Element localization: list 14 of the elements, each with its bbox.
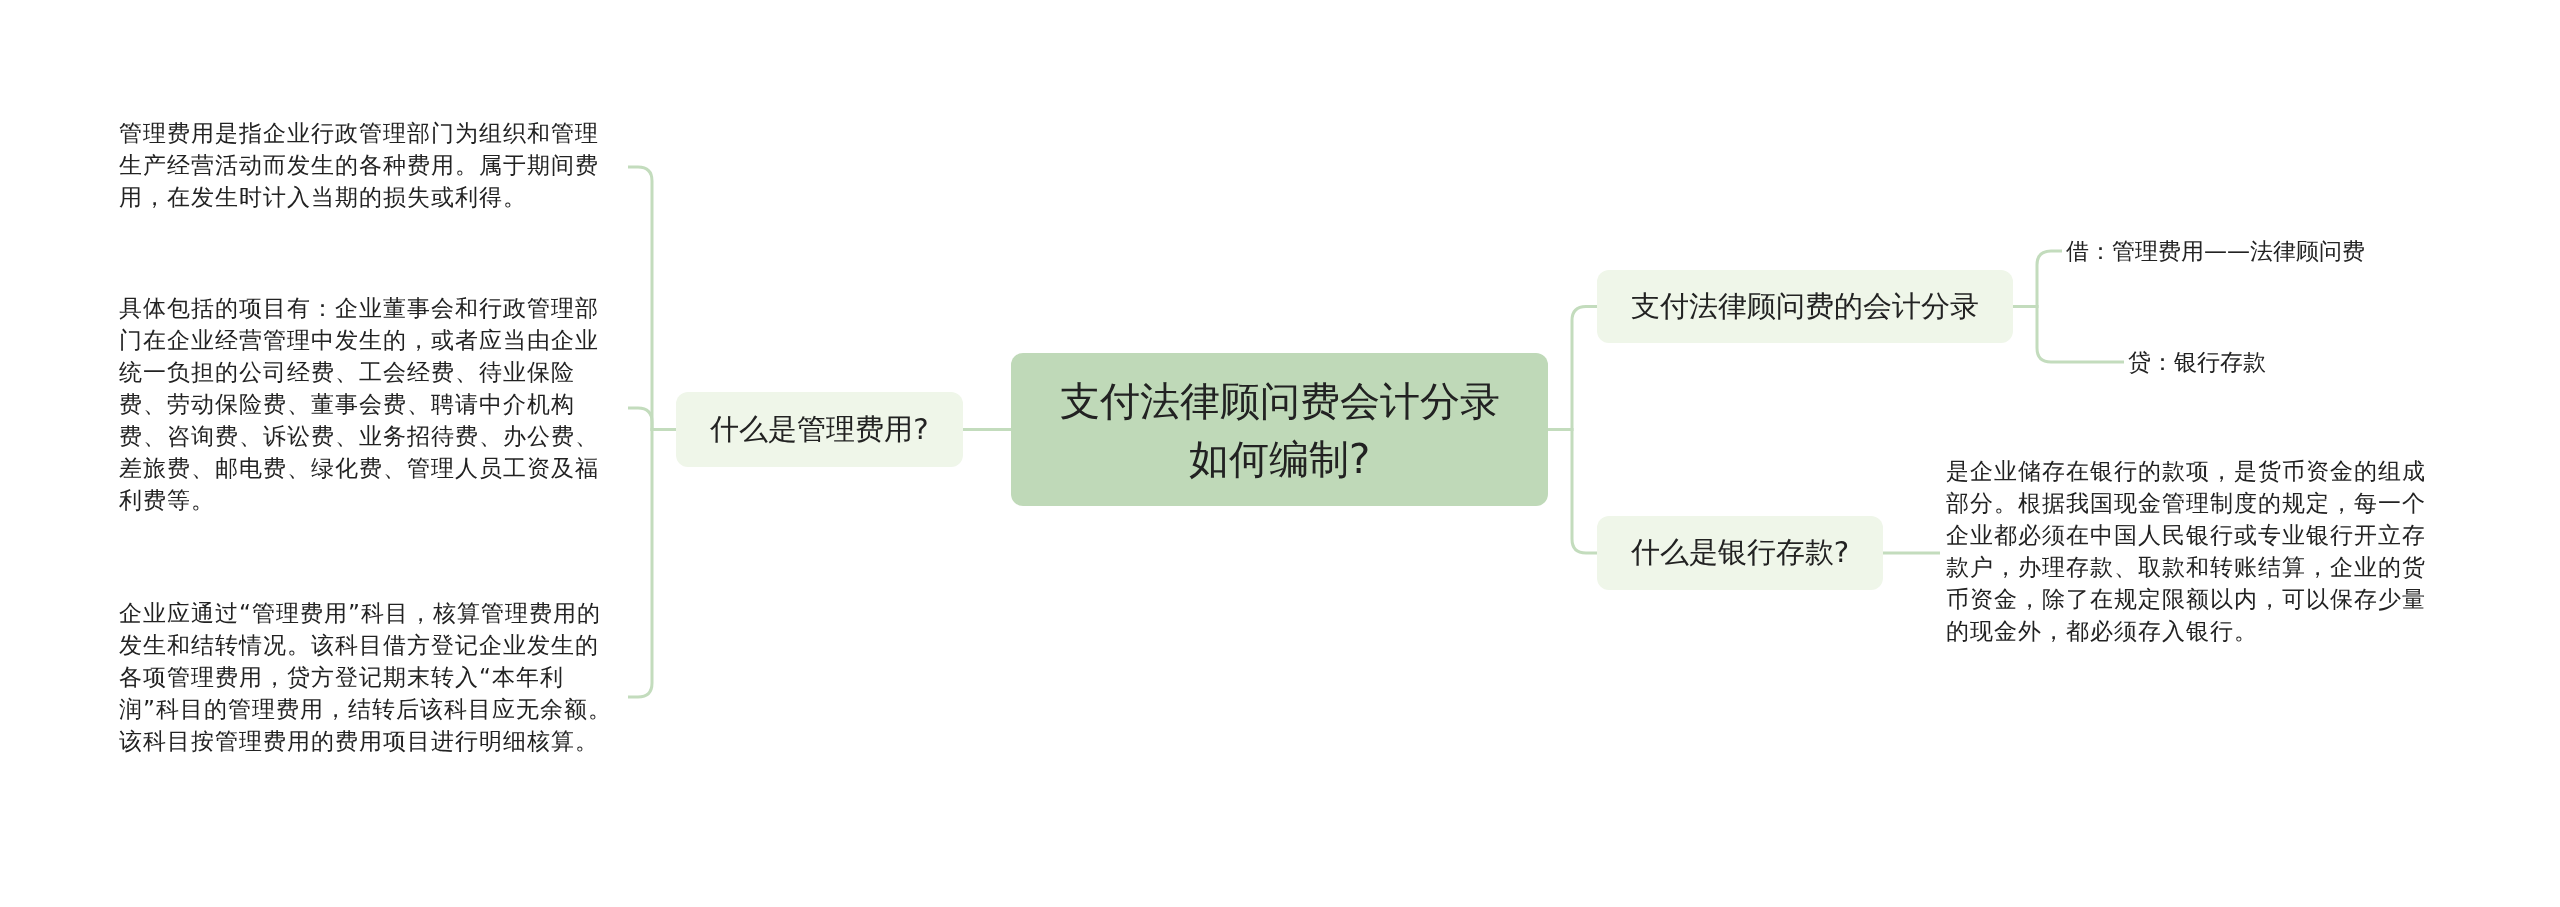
connector-line bbox=[963, 428, 1011, 431]
topic-box: 什么是银行存款? bbox=[1597, 516, 1883, 590]
topic-box: 支付法律顾问费的会计分录 bbox=[1597, 270, 2013, 343]
note-text: 是企业储存在银行的款项，是货币资金的组成部分。根据我国现金管理制度的规定，每一个企业都必须在中国人民银行或专业银行开立存款户，办理存款、取款和转账结算，企业的货币资金，除了在规定限额以内，可以保存少量的现金外，都必须存入银行。 bbox=[1940, 455, 2450, 651]
entry-text: 贷：银行存款 bbox=[2124, 345, 2270, 379]
topic-box: 什么是管理费用? bbox=[676, 392, 963, 467]
note-text: 管理费用是指企业行政管理部门为组织和管理生产经营活动而发生的各种费用。属于期间费用，在发生时计入当期的损失或利得。 bbox=[113, 117, 628, 217]
connector-line bbox=[2013, 305, 2124, 364]
connector-line bbox=[1883, 551, 1940, 555]
central-topic-box: 支付法律顾问费会计分录如何编制? bbox=[1011, 353, 1548, 506]
note-text: 企业应通过“管理费用”科目，核算管理费用的发生和结转情况。该科目借方登记企业发生的各项管理费用，贷方登记期末转入“本年利润”科目的管理费用，结转后该科目应无余额。该科目按管理费用的费用项目进行明细核算。 bbox=[113, 597, 628, 797]
note-text: 具体包括的项目有：企业董事会和行政管理部门在企业经营管理中发生的，或者应当由企业统一负担的公司经费、工会经费、待业保险费、劳动保险费、董事会费、聘请中介机构费、咨询费、诉讼费、业务招待费、办公费、差旅费、邮电费、绿化费、管理人员工资及福利费等。 bbox=[113, 292, 628, 524]
connector-line bbox=[1548, 428, 1597, 555]
entry-text: 借：管理费用——法律顾问费 bbox=[2062, 234, 2369, 268]
